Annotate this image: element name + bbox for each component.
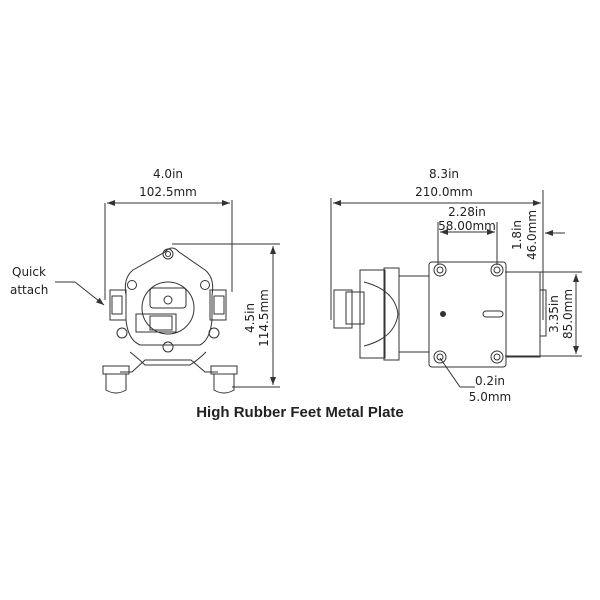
- hole-spacing-mm: 58.00mm: [438, 219, 496, 233]
- quick-attach-label-1: Quick: [12, 265, 46, 279]
- front-view: [55, 200, 280, 394]
- quick-attach-label-2: attach: [10, 283, 48, 297]
- offset-in: 1.8in: [510, 220, 524, 250]
- hole-height-mm: 85.0mm: [561, 289, 575, 339]
- front-width-in: 4.0in: [153, 167, 183, 181]
- hole-dia-in: 0.2in: [475, 374, 505, 388]
- front-height-mm: 114.5mm: [257, 289, 271, 347]
- side-length-mm: 210.0mm: [415, 185, 473, 199]
- side-length-in: 8.3in: [429, 167, 459, 181]
- hole-dia-mm: 5.0mm: [469, 390, 511, 404]
- hole-spacing-in: 2.28in: [448, 205, 486, 219]
- front-height-in: 4.5in: [243, 303, 257, 333]
- offset-mm: 46.0mm: [525, 210, 539, 260]
- caption: High Rubber Feet Metal Plate: [196, 404, 404, 421]
- hole-height-in: 3.35in: [547, 295, 561, 333]
- front-width-mm: 102.5mm: [139, 185, 197, 199]
- side-view: [330, 190, 582, 388]
